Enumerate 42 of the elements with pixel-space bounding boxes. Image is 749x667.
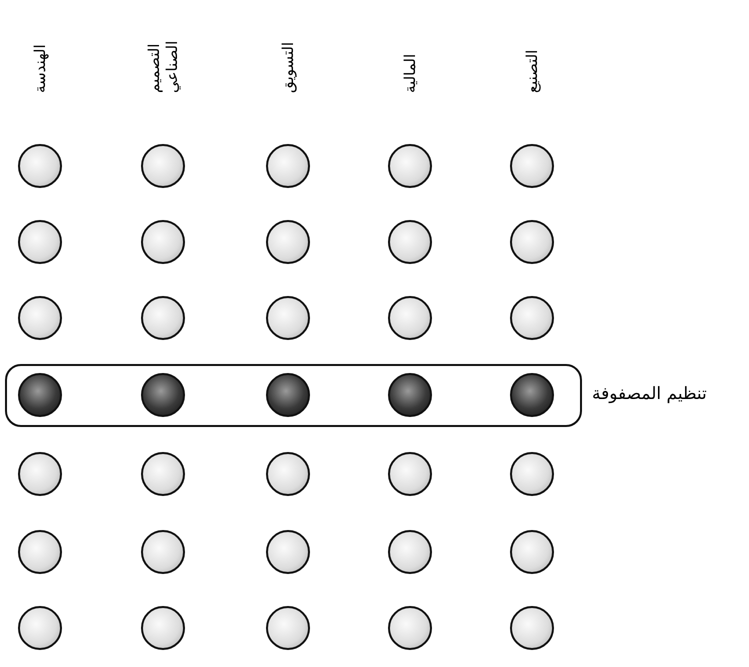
circle <box>18 296 62 340</box>
column-heading: التسويق <box>279 40 297 93</box>
circle <box>141 296 185 340</box>
circle <box>510 220 554 264</box>
circle <box>18 452 62 496</box>
column-heading: التصنيع <box>523 48 541 93</box>
circle <box>18 144 62 188</box>
circle <box>510 144 554 188</box>
circle <box>266 144 310 188</box>
circle <box>266 296 310 340</box>
circle <box>141 530 185 574</box>
circle <box>141 220 185 264</box>
circle <box>266 530 310 574</box>
circle <box>388 452 432 496</box>
circle <box>388 296 432 340</box>
column-heading: التصميم الصناعي <box>145 40 181 93</box>
circle <box>141 606 185 650</box>
group-box <box>5 364 582 427</box>
circle <box>388 144 432 188</box>
circle <box>510 530 554 574</box>
circle <box>18 606 62 650</box>
circle <box>18 220 62 264</box>
circle <box>18 530 62 574</box>
circle <box>266 373 310 417</box>
circle <box>388 373 432 417</box>
circle <box>141 452 185 496</box>
circle <box>266 220 310 264</box>
column-heading: المالية <box>401 52 419 93</box>
circle <box>388 530 432 574</box>
circle <box>266 452 310 496</box>
circle <box>141 144 185 188</box>
circle <box>141 373 185 417</box>
circle <box>388 220 432 264</box>
circle <box>510 452 554 496</box>
column-heading: الهندسة <box>31 43 49 93</box>
circle <box>18 373 62 417</box>
circle <box>510 373 554 417</box>
row-label: تنظيم المصفوفة <box>592 384 707 404</box>
circle <box>510 606 554 650</box>
circle <box>510 296 554 340</box>
circle <box>388 606 432 650</box>
circle <box>266 606 310 650</box>
